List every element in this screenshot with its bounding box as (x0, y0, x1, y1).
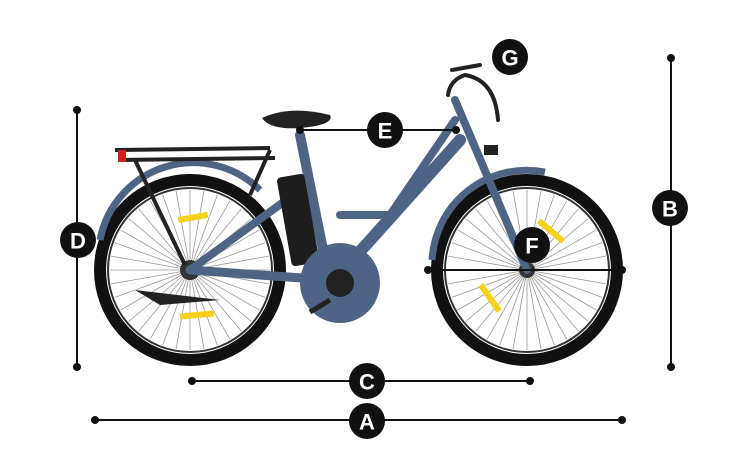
spoke (189, 269, 260, 311)
spoke (175, 269, 191, 349)
marker-c: C (349, 363, 385, 399)
spoke (526, 269, 606, 285)
headlight (484, 145, 498, 155)
tail-light (118, 150, 126, 162)
spoke (189, 194, 218, 271)
spoke (526, 269, 542, 349)
kickstand (135, 290, 220, 305)
spoke (189, 269, 231, 340)
spoke (526, 229, 597, 271)
dimension-endpoints (73, 54, 675, 424)
spoke (465, 269, 528, 322)
spoke (189, 269, 218, 346)
rear-fender (96, 159, 263, 241)
spoke (111, 269, 191, 285)
spoke (120, 269, 191, 311)
spoke (175, 191, 191, 271)
spoke (114, 242, 191, 271)
saddle (262, 110, 331, 129)
spoke (499, 269, 528, 346)
spoke (526, 269, 568, 340)
marker-e: E (367, 112, 403, 148)
spoke (451, 269, 528, 298)
spoke (189, 269, 242, 332)
spoke (526, 269, 579, 332)
spoke (526, 269, 589, 322)
marker-a: A (349, 403, 385, 439)
marker-d: D (60, 222, 96, 258)
marker-f: F (514, 227, 550, 263)
marker-g: G (492, 39, 528, 75)
spoke (512, 269, 528, 349)
spoke (526, 255, 606, 271)
spoke (526, 242, 603, 271)
spoke (114, 269, 191, 298)
spoke (526, 269, 555, 346)
spoke (465, 218, 528, 271)
svg-text:A: A (359, 410, 375, 435)
spoke (475, 269, 528, 332)
spoke (162, 269, 191, 346)
spoke (451, 242, 528, 271)
spoke (189, 200, 231, 271)
spoke (189, 269, 205, 349)
spoke (448, 255, 528, 271)
front-fender (428, 166, 546, 261)
spoke (189, 191, 205, 271)
spoke (448, 269, 528, 285)
spoke (128, 218, 191, 271)
svg-text:F: F (525, 234, 538, 259)
spoke (149, 269, 191, 340)
marker-b: B (652, 190, 688, 226)
spoke (526, 269, 603, 298)
spoke (486, 269, 528, 340)
spoke (457, 269, 528, 311)
spoke (189, 269, 252, 322)
svg-text:D: D (70, 229, 86, 254)
spoke (162, 194, 191, 271)
rear-rack (114, 146, 276, 266)
battery (277, 173, 319, 267)
handlebar (446, 63, 500, 122)
svg-text:G: G (501, 46, 518, 71)
svg-text:E: E (378, 119, 393, 144)
spoke (457, 229, 528, 271)
svg-text:C: C (359, 370, 375, 395)
spoke (120, 229, 191, 271)
spoke (526, 269, 597, 311)
spoke (111, 255, 191, 271)
svg-text:B: B (662, 197, 678, 222)
